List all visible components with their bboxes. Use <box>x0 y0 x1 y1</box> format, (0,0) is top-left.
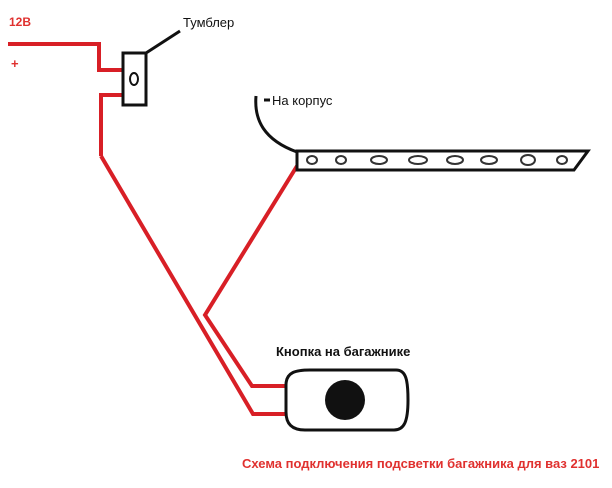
led-icon <box>408 155 428 165</box>
led-icon <box>370 155 388 165</box>
led-icon <box>556 155 568 165</box>
wire-12v-input <box>8 42 123 72</box>
toggle-switch-label: Тумблер <box>183 15 235 30</box>
wire-strip-to-button <box>202 164 299 388</box>
wire-switch-output <box>99 93 123 156</box>
led-icon <box>520 154 536 166</box>
trunk-button-label: Кнопка на багажнике <box>276 344 411 359</box>
led-icon <box>306 155 318 165</box>
led-icon <box>335 155 347 165</box>
diagram-caption: Схема подключения подсветки багажника дл… <box>242 456 600 471</box>
ground-wire <box>254 95 298 154</box>
button-knob-icon <box>325 380 365 420</box>
ground-label: На корпус <box>272 93 333 108</box>
voltage-label: 12В <box>9 15 32 29</box>
plus-label: + <box>11 56 19 71</box>
led-strip <box>295 149 591 172</box>
trunk-button <box>284 368 410 432</box>
led-icon <box>446 155 464 165</box>
toggle-switch <box>121 29 181 107</box>
led-icon <box>480 155 498 165</box>
wire-switch-to-button <box>99 154 286 416</box>
